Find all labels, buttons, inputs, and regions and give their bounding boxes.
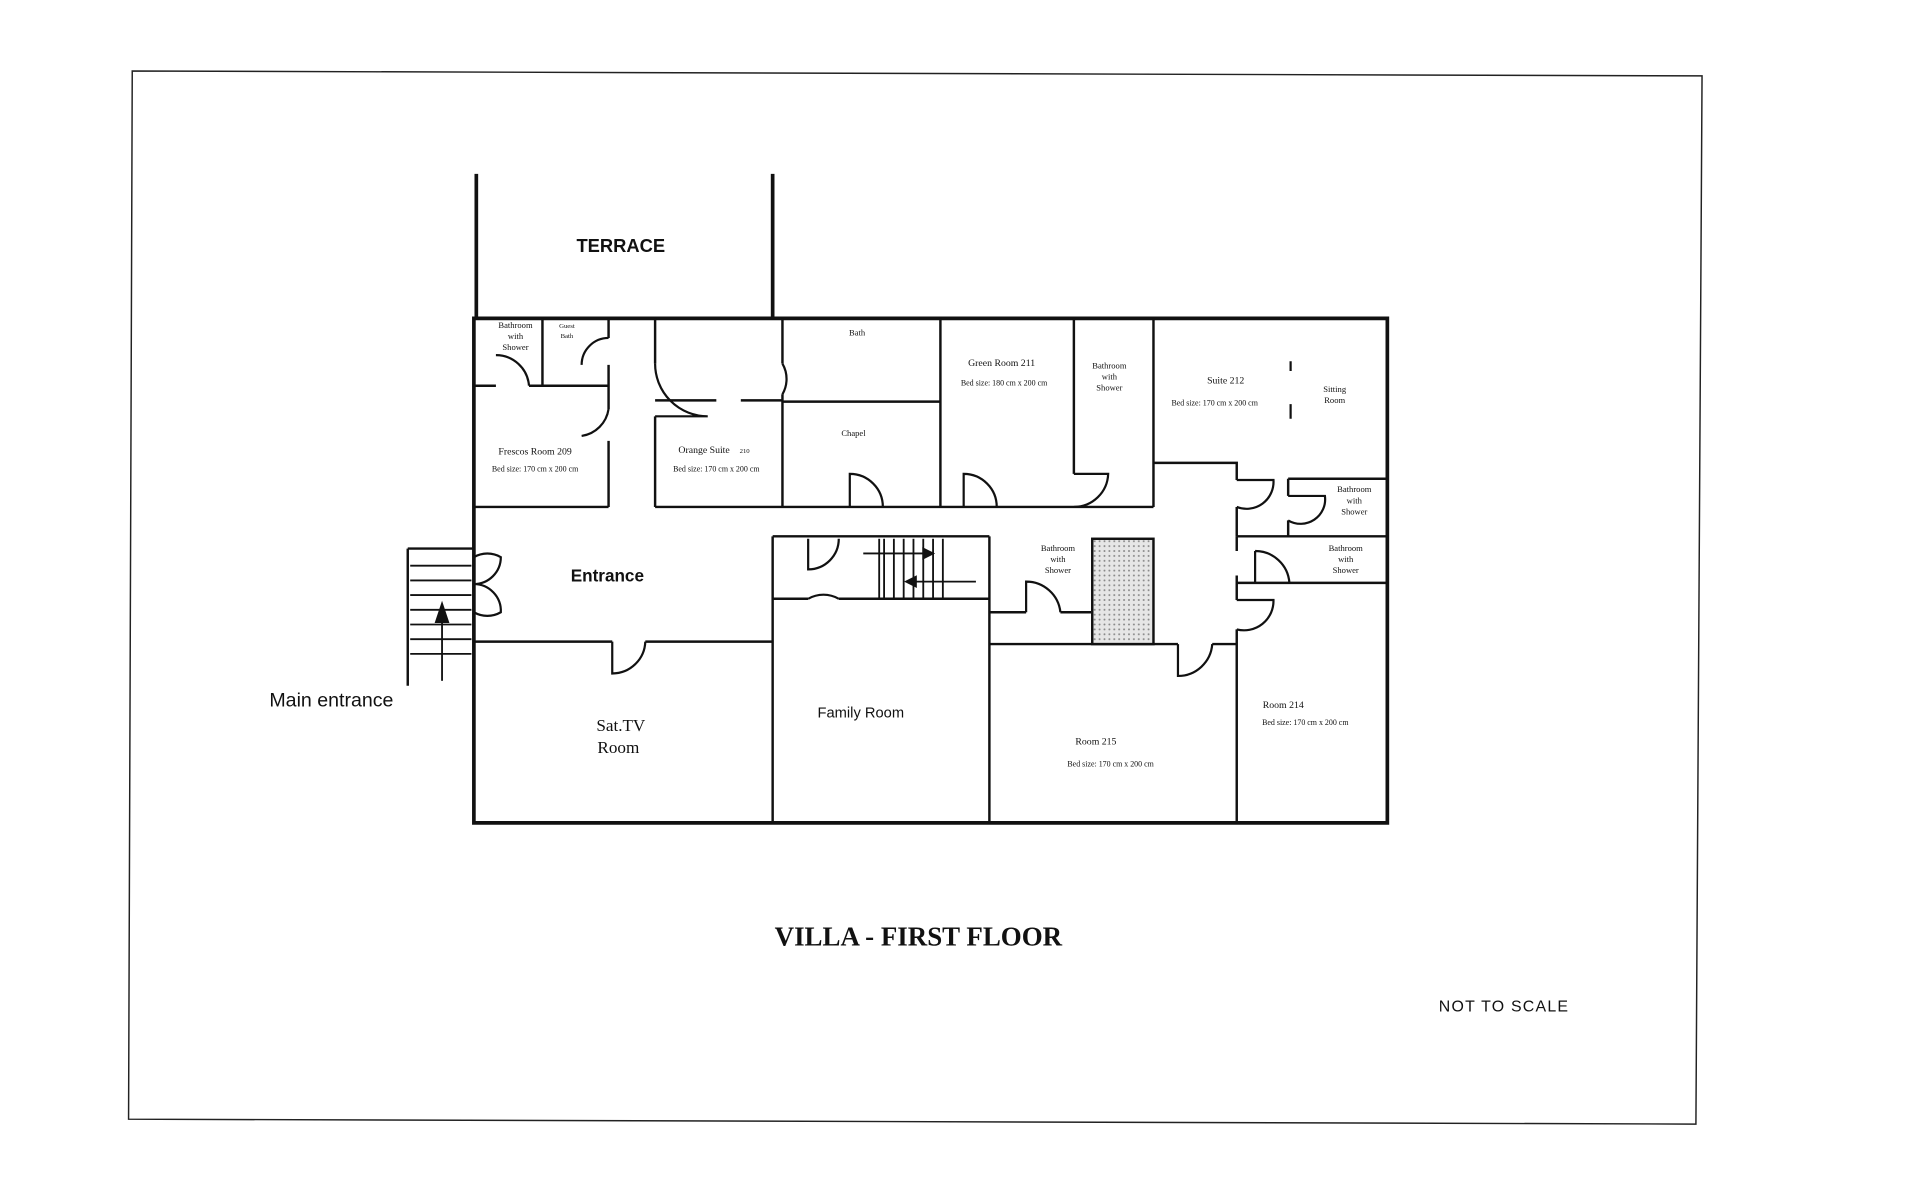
green-bed-size: Bed size: 180 cm x 200 cm: [961, 379, 1048, 388]
door: [581, 408, 610, 438]
door: [1176, 643, 1214, 678]
staircase: [410, 538, 976, 681]
stair-wall: [406, 547, 476, 686]
door: [495, 353, 531, 386]
svg-text:Sat.TV: Sat.TV: [596, 716, 646, 735]
walls: [406, 173, 1390, 825]
svg-text:Room: Room: [597, 738, 640, 757]
svg-text:with: with: [1050, 554, 1066, 564]
wall: [1286, 477, 1388, 537]
door: [1025, 580, 1062, 613]
orange-suite-label: Orange Suite: [678, 445, 729, 456]
not-to-scale-note: NOT TO SCALE: [1439, 998, 1569, 1015]
door: [807, 593, 840, 600]
door: [654, 363, 708, 418]
door: [1287, 494, 1327, 525]
svg-text:with: with: [1347, 495, 1363, 505]
wall: [771, 535, 990, 823]
door: [962, 472, 998, 507]
svg-text:Bathroom: Bathroom: [1337, 484, 1372, 494]
wall: [1153, 461, 1238, 537]
bath-label: Bath: [849, 328, 866, 338]
wall: [1235, 535, 1388, 585]
page-border: [127, 70, 1703, 1125]
door: [1236, 478, 1275, 510]
green-room-label: Green Room 211: [968, 358, 1035, 369]
door: [473, 552, 502, 617]
suite-212-bed-size: Bed size: 170 cm x 200 cm: [1171, 398, 1258, 407]
room-215-label: Room 215: [1075, 736, 1116, 747]
frescos-room-label: Frescos Room 209: [498, 446, 571, 457]
svg-text:Bathroom: Bathroom: [1041, 543, 1076, 553]
arrow-up-icon: [434, 600, 450, 623]
sat-tv-room-label: Sat.TV Room: [596, 716, 646, 757]
room-215-bed-size: Bed size: 170 cm x 200 cm: [1067, 760, 1154, 769]
svg-text:Bath: Bath: [561, 333, 574, 340]
plan-title: VILLA - FIRST FLOOR: [775, 921, 1063, 951]
door: [1073, 472, 1110, 509]
svg-text:Shower: Shower: [502, 342, 528, 352]
door: [848, 472, 884, 507]
chapel-label: Chapel: [841, 428, 866, 438]
door: [807, 538, 840, 571]
svg-text:Guest: Guest: [559, 323, 575, 330]
main-entrance-label: Main entrance: [269, 690, 393, 712]
svg-text:Shower: Shower: [1333, 565, 1359, 575]
room-214-bed-size: Bed size: 170 cm x 200 cm: [1262, 718, 1349, 727]
family-room-label: Family Room: [818, 706, 905, 722]
svg-text:with: with: [1102, 372, 1118, 382]
orange-bed-size: Bed size: 170 cm x 200 cm: [673, 464, 760, 473]
frescos-bed-size: Bed size: 170 cm x 200 cm: [492, 464, 579, 473]
entrance-label: Entrance: [571, 566, 644, 586]
door: [580, 336, 609, 365]
door: [1254, 549, 1291, 583]
suite-212-label: Suite 212: [1207, 375, 1244, 386]
terrace-wall: [474, 173, 775, 319]
stair-arrow-icon: [922, 547, 936, 560]
shaft: [1091, 537, 1155, 646]
stair-arrow-icon: [904, 575, 917, 589]
svg-text:Shower: Shower: [1341, 506, 1367, 516]
svg-text:Sitting: Sitting: [1323, 384, 1347, 394]
terrace-label: TERRACE: [576, 235, 665, 256]
svg-text:Room: Room: [1324, 395, 1345, 405]
orange-suite-number: 210: [740, 448, 751, 455]
svg-text:with: with: [508, 331, 524, 341]
door: [611, 641, 647, 675]
svg-text:Shower: Shower: [1096, 383, 1122, 393]
svg-text:with: with: [1338, 554, 1354, 564]
svg-text:Bathroom: Bathroom: [498, 320, 533, 330]
door: [1236, 598, 1275, 632]
door: [781, 363, 788, 395]
svg-text:Bathroom: Bathroom: [1329, 543, 1364, 553]
svg-text:Bathroom: Bathroom: [1092, 361, 1127, 371]
room-214-label: Room 214: [1263, 700, 1304, 711]
svg-text:Shower: Shower: [1045, 565, 1071, 575]
